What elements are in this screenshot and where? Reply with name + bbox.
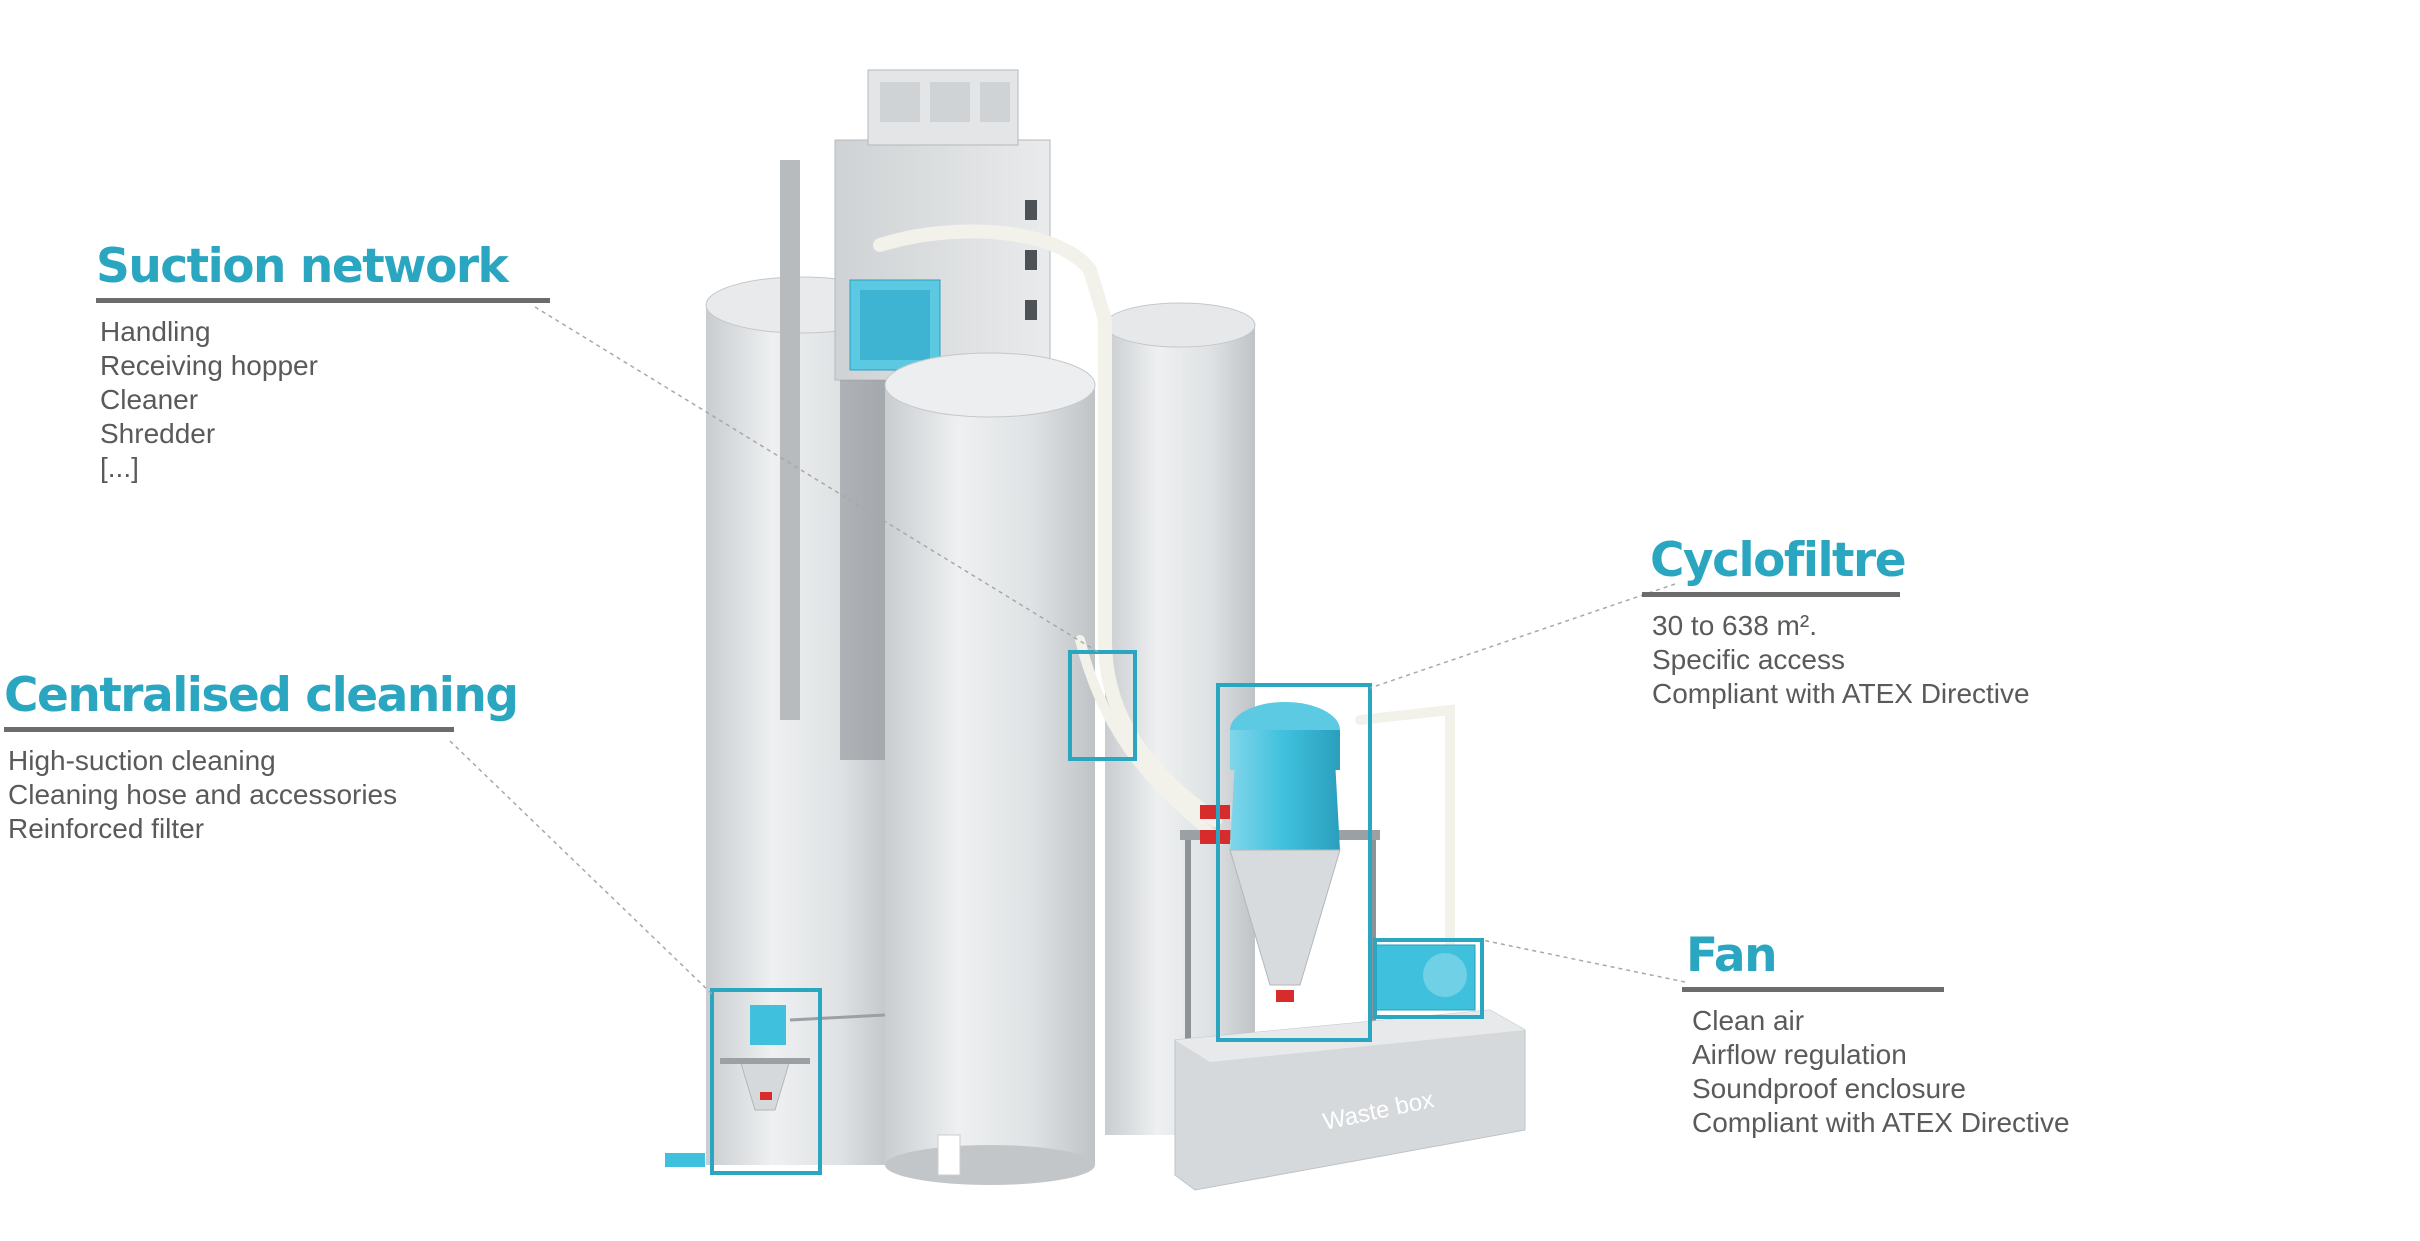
cleaning-unit [665,1005,886,1167]
cyclofiltre-list: 30 to 638 m². Specific access Compliant … [1642,609,2030,711]
suction-network-item: [...] [100,452,139,483]
highlight-box-cleaning [710,988,822,1175]
fan-rule [1682,987,1944,992]
fan-item: Clean air [1692,1005,1805,1036]
fan-title: Fan [1686,928,1778,983]
highlight-box-duct [1068,650,1137,761]
centralised-cleaning-item: Reinforced filter [8,813,205,844]
suction-network-item: Cleaner [100,384,199,415]
suction-ducting [873,224,1455,955]
suction-network-list: Handling Receiving hopper Cleaner Shredd… [96,315,550,485]
centralised-cleaning-callout: Centralised cleaning High-suction cleani… [4,668,519,846]
fan-unit [1374,944,1476,1011]
suction-network-rule [96,298,550,303]
centralised-cleaning-rule [4,727,454,732]
fan-list: Clean air Airflow regulation Soundproof … [1682,1004,2070,1140]
suction-network-item: Shredder [100,418,216,449]
suction-network-item: Handling [100,316,211,347]
fan-callout: Fan Clean air Airflow regulation Soundpr… [1682,928,2070,1140]
cyclofiltre-item: 30 to 638 m². [1652,610,1817,641]
cyclofiltre-callout: Cyclofiltre 30 to 638 m². Specific acces… [1642,533,2030,711]
cyclofiltre-item: Compliant with ATEX Directive [1652,678,2030,709]
highlight-box-cyclofiltre [1216,683,1372,1042]
fan-item: Compliant with ATEX Directive [1692,1107,2070,1138]
cyclofiltre-title: Cyclofiltre [1650,533,1907,588]
highlight-box-fan [1373,938,1484,1019]
fan-item: Airflow regulation [1692,1039,1907,1070]
suction-network-item: Receiving hopper [100,350,318,381]
leader-line-cleaning [449,740,714,996]
suction-network-title: Suction network [96,239,509,294]
suction-network-callout: Suction network Handling Receiving hoppe… [96,243,550,485]
cyclofiltre-rule [1642,592,1900,597]
centralised-cleaning-list: High-suction cleaning Cleaning hose and … [4,744,454,846]
centralised-cleaning-item: Cleaning hose and accessories [8,779,398,810]
waste-box: Waste box [1174,1009,1526,1191]
fan-item: Soundproof enclosure [1692,1073,1966,1104]
cyclofiltre-item: Specific access [1652,644,1845,675]
centralised-cleaning-title: Centralised cleaning [4,668,519,723]
highlight-boxes [710,650,1484,1175]
leader-line-fan [1481,939,1686,983]
leader-lines [449,306,1686,996]
centralised-cleaning-item: High-suction cleaning [8,745,276,776]
leader-line-suction [534,306,1099,653]
front-silo [884,352,1096,1185]
leader-line-cyclofiltre [1369,583,1676,689]
